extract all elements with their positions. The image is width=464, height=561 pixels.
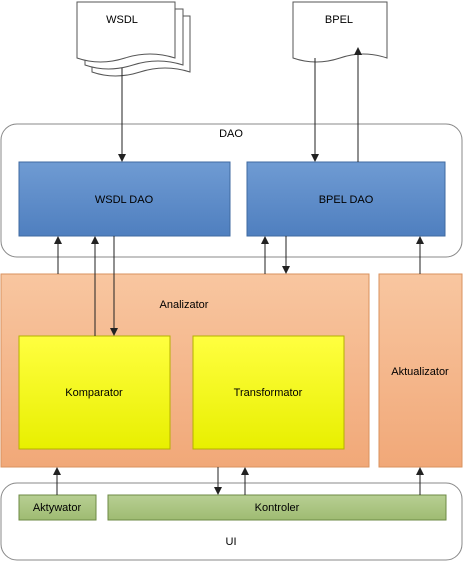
- analizator-label: Analizator: [160, 299, 209, 311]
- bpel-document-label: BPEL: [325, 14, 353, 26]
- kontroler-block: [107, 494, 447, 521]
- transformator-block: [192, 335, 345, 450]
- aktywator-block: [18, 494, 97, 521]
- kontroler-label: Kontroler: [255, 502, 300, 514]
- dao-container-label: DAO: [219, 128, 243, 140]
- bpel-dao-block: [246, 161, 446, 237]
- wsdl-document-icon: WSDL: [76, 1, 191, 77]
- bpel-document-icon: BPEL: [292, 1, 388, 63]
- transformator-label: Transformator: [234, 387, 303, 399]
- aktywator-label: Aktywator: [33, 502, 82, 514]
- komparator-label: Komparator: [65, 387, 123, 399]
- aktualizator-label: Aktualizator: [391, 366, 449, 378]
- bpel-dao-label: BPEL DAO: [319, 194, 374, 206]
- wsdl-dao-label: WSDL DAO: [95, 194, 154, 206]
- komparator-block: [18, 335, 171, 450]
- wsdl-dao-block: [18, 161, 231, 237]
- ui-container-label: UI: [226, 536, 237, 548]
- wsdl-document-label: WSDL: [106, 14, 138, 26]
